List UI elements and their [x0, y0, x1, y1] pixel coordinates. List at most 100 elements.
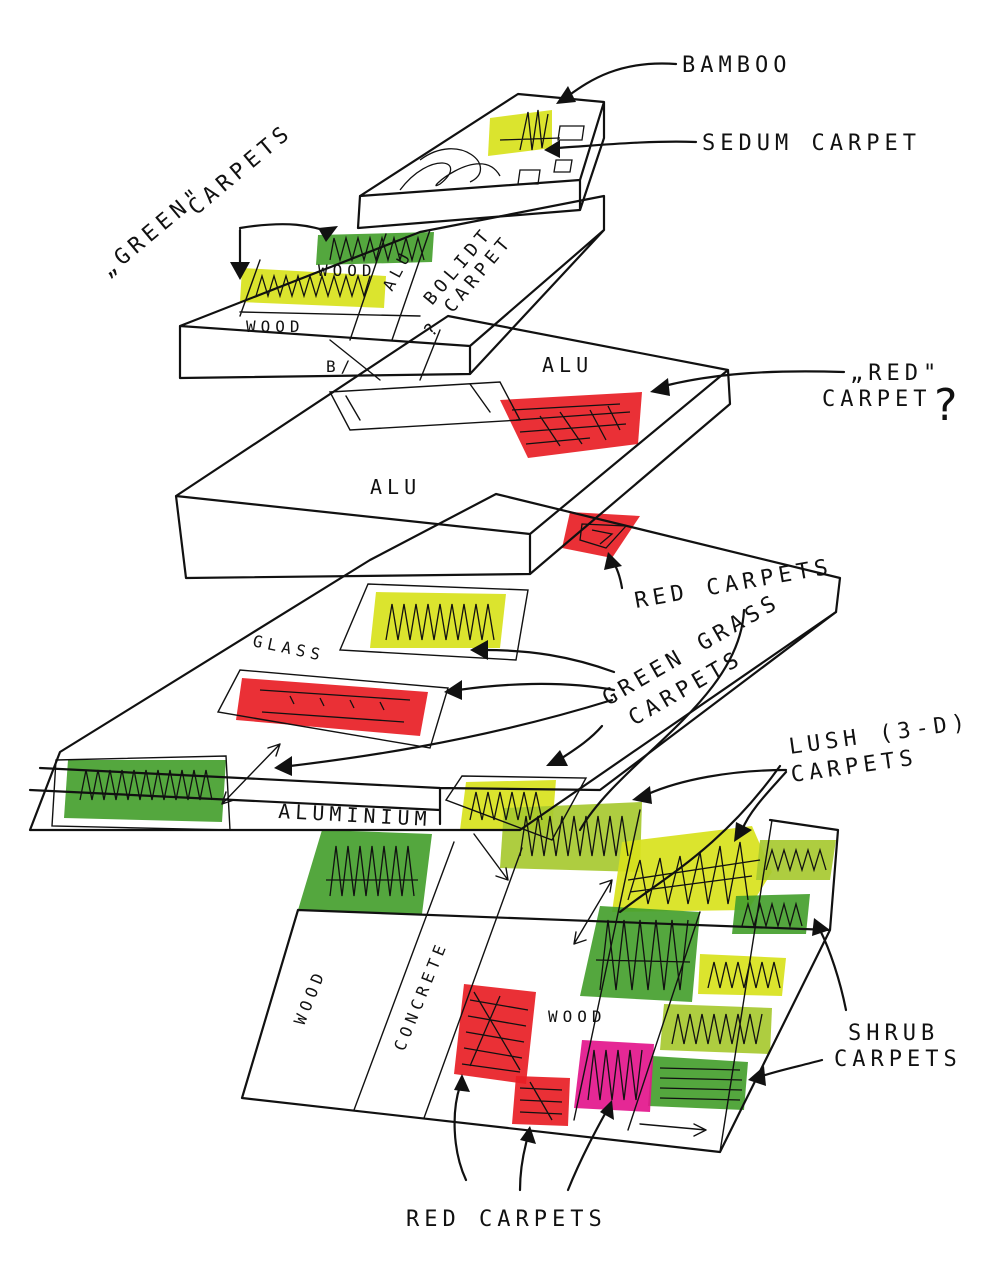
scribble-red-small — [579, 523, 628, 549]
label-wood-1: WOOD — [318, 261, 377, 280]
arrowhead-grass-3 — [274, 756, 292, 776]
arrowhead-lush-1 — [632, 786, 652, 804]
scribble-red-alu — [511, 403, 631, 447]
second-slab-dividers — [239, 229, 441, 381]
arrow-sedum — [554, 140, 698, 150]
arrow-green-grass-2 — [456, 682, 616, 692]
glass-inner-frames — [51, 583, 588, 841]
olive-shrub-patch-1 — [756, 840, 836, 880]
label-red-carpets-mid: RED CARPETS — [633, 554, 835, 613]
scribble-glass-red — [259, 689, 411, 723]
label-alu-3: ALU — [370, 475, 421, 499]
label-red-carpet-q-2: CARPET — [822, 387, 931, 412]
scribble-ground-olive — [519, 815, 629, 857]
red-carpet-patch-ground-1 — [454, 984, 536, 1084]
glass-slab-front — [28, 610, 838, 826]
scribble-bamboo — [499, 109, 561, 151]
label-aluminium: ALUMINIUM — [278, 799, 432, 831]
label-alu-2: ALU — [542, 353, 593, 377]
arrow-red-bottom-3 — [566, 1110, 608, 1192]
arrowhead-shrub-1 — [812, 918, 830, 936]
label-concrete: CONCRETE — [390, 938, 451, 1054]
label-red-carpet-q-1: „RED" — [850, 361, 941, 386]
ground-plane — [240, 818, 840, 1154]
scribble-magenta — [587, 1049, 643, 1101]
arrowhead-red-mid — [604, 552, 622, 570]
arrowhead-red-bottom-2 — [520, 1126, 536, 1144]
scribble-shrub-1 — [765, 847, 827, 873]
label-wood-3: WOOD — [290, 966, 330, 1027]
scribble-alu-lime — [469, 791, 543, 821]
alu-slab — [174, 314, 732, 580]
double-arrow-glass — [221, 743, 281, 805]
arrow-lush-2 — [740, 770, 788, 832]
scribble-top-slab — [399, 125, 585, 191]
scribble-alu-green — [79, 769, 213, 801]
label-question-mark: ? — [932, 380, 964, 431]
label-sedum-carpet: SEDUM CARPET — [702, 131, 921, 156]
label-wood-2: WOOD — [246, 317, 305, 336]
arrowhead-sedum — [544, 140, 560, 158]
arrow-green-grass-4 — [560, 724, 604, 760]
arrow-green-grass-3 — [288, 698, 614, 768]
red-carpet-patch-glass — [236, 678, 428, 736]
ground-dividers — [353, 809, 773, 1153]
label-shrub-2: CARPETS — [834, 1047, 962, 1072]
magenta-carpet-patch — [574, 1040, 654, 1112]
arrow-red-carpet-q — [662, 370, 846, 388]
green-shrub-patch-3 — [648, 1056, 748, 1110]
arrowhead-red-bottom-1 — [454, 1074, 470, 1092]
leader-arrows — [221, 62, 848, 1192]
double-arrow-ground-3 — [639, 1123, 707, 1137]
scribble-red-ground-2 — [519, 1081, 563, 1121]
arrow-green-grass-1 — [482, 648, 616, 674]
scribble-green-1 — [329, 235, 425, 263]
green-carpet-patch-ground-1 — [298, 830, 432, 914]
arrow-lush-3 — [618, 764, 782, 914]
label-green-carpets-2: CARPETS — [184, 119, 298, 220]
arrowhead-shrub-2 — [748, 1066, 766, 1086]
scribble-ground-green-1 — [326, 845, 418, 897]
olive-shrub-patch-2 — [660, 1004, 772, 1054]
second-slab — [178, 194, 606, 380]
label-glass: GLASS — [251, 631, 327, 665]
label-bamboo: BAMBOO — [682, 53, 791, 78]
arrowhead-green-1 — [230, 262, 250, 280]
scribble-red-ground-1 — [461, 991, 529, 1073]
arrow-bamboo — [566, 62, 678, 98]
arrow-lush-1 — [646, 768, 788, 796]
scribble-shrub-green-3 — [659, 1067, 743, 1101]
scribble-ground-green-2 — [595, 919, 691, 991]
labels: BAMBOO SEDUM CARPET „GREEN" CARPETS WOOD… — [96, 53, 972, 1232]
arrowhead-grass-4 — [546, 750, 568, 766]
top-slab — [356, 92, 606, 230]
alu-slab-inner — [328, 381, 522, 431]
label-b-marks: B/ — [326, 357, 355, 376]
scribble-shrub-olive — [671, 1013, 763, 1045]
label-shrub-1: SHRUB — [848, 1021, 939, 1046]
arrowhead-lush-2 — [734, 822, 752, 842]
arrow-green-carpets — [238, 223, 332, 264]
scribble-shrub-lime — [707, 961, 781, 989]
arrow-red-bottom-1 — [453, 1084, 468, 1182]
label-red-carpets-bottom: RED CARPETS — [406, 1207, 607, 1232]
green-carpet-patch-ground-2 — [580, 906, 700, 1002]
arrowhead-green-2 — [318, 226, 338, 242]
scribble-shrub-green-1 — [741, 901, 803, 929]
arrowhead-red-bottom-3 — [600, 1100, 614, 1120]
arrowhead-grass-2 — [444, 680, 462, 700]
scribble-lime-1 — [255, 273, 371, 299]
glass-slab — [28, 492, 842, 832]
arrowhead-grass-1 — [470, 640, 488, 660]
scribble-glass-lime — [385, 603, 495, 641]
carpet-scribbles — [79, 109, 827, 1121]
double-arrow-ground-2 — [573, 879, 613, 945]
arrow-shrub-1 — [818, 928, 848, 1012]
arrow-red-bottom-2 — [518, 1134, 530, 1192]
double-arrow-ground-1 — [473, 833, 509, 881]
slab-outlines — [28, 92, 842, 1154]
arrow-shrub-2 — [760, 1058, 824, 1078]
arrow-green-grass-5 — [578, 608, 746, 832]
